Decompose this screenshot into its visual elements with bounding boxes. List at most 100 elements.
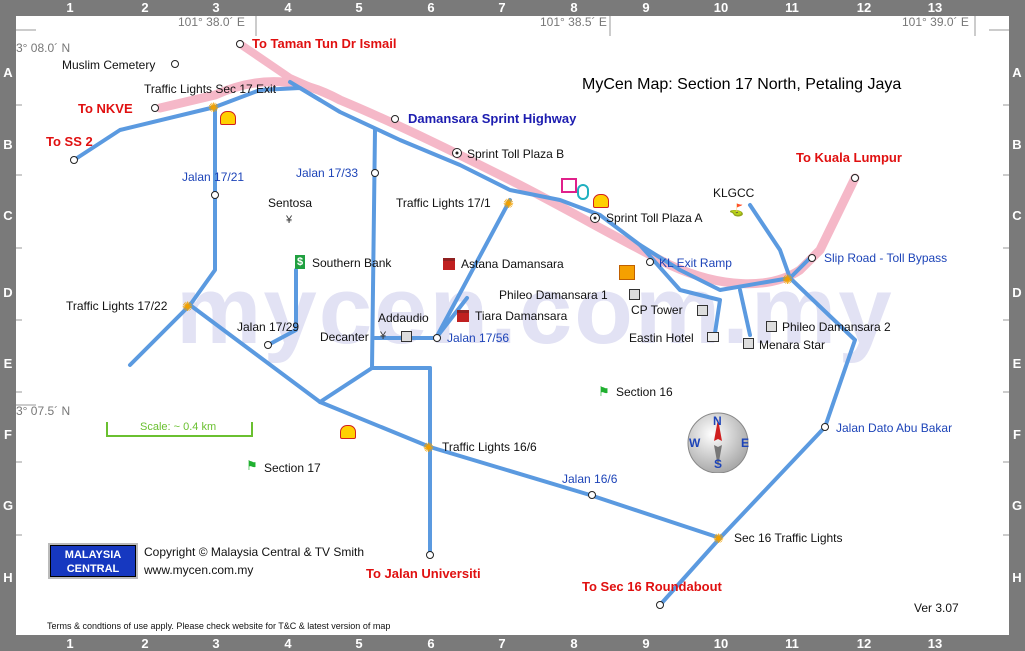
building-icon[interactable] xyxy=(401,331,412,342)
grid-row-label: E xyxy=(1012,356,1022,371)
building-icon[interactable] xyxy=(697,305,708,316)
compass-south: S xyxy=(714,457,723,471)
road-label: Jalan 16/6 xyxy=(562,472,618,486)
place-label[interactable]: Muslim Cemetery xyxy=(62,58,156,72)
road-label: Jalan 17/56 xyxy=(447,331,510,345)
grid-row-label: F xyxy=(4,427,12,442)
road-label: Jalan 17/33 xyxy=(296,166,359,180)
shell-station-icon[interactable] xyxy=(220,111,236,125)
longitude-label: 101° 38.5´ E xyxy=(540,16,607,29)
place-label[interactable]: Sprint Toll Plaza B xyxy=(467,147,565,161)
hotel-icon[interactable] xyxy=(707,332,719,342)
traffic-light-icon: ✺ xyxy=(182,299,193,314)
place-label[interactable]: Eastin Hotel xyxy=(629,331,694,345)
grid-col-label: 1 xyxy=(66,636,74,651)
restaurant-icon[interactable]: ¥ xyxy=(286,214,293,226)
place-label[interactable]: Southern Bank xyxy=(312,256,392,270)
grid-col-label: 10 xyxy=(713,0,729,15)
building-icon[interactable] xyxy=(629,289,640,300)
place-label[interactable]: Traffic Lights Sec 17 Exit xyxy=(144,82,277,96)
grid-col-label: 2 xyxy=(141,0,149,15)
restaurant-icon[interactable]: ¥ xyxy=(380,330,387,342)
grid-col-label: 5 xyxy=(355,636,363,651)
grid-row-label: C xyxy=(1012,208,1022,223)
grid-row-label: G xyxy=(1011,498,1023,513)
place-label[interactable]: Decanter xyxy=(320,330,369,344)
grid-col-label: 9 xyxy=(642,636,650,651)
road-label: Jalan 17/29 xyxy=(237,320,300,334)
building-icon[interactable] xyxy=(766,321,777,332)
house-icon[interactable] xyxy=(443,258,455,270)
grid-col-label: 11 xyxy=(785,0,799,15)
building-icon[interactable] xyxy=(743,338,754,349)
petrol-station-icon[interactable] xyxy=(619,265,635,280)
grid-col-label: 13 xyxy=(927,0,943,15)
malaysia-central-logo[interactable]: MALAYSIA CENTRAL xyxy=(48,543,138,579)
traffic-light-icon: ✺ xyxy=(208,100,219,115)
road-label: KL Exit Ramp xyxy=(659,256,732,270)
grid-col-label: 10 xyxy=(713,636,729,651)
grid-col-label: 5 xyxy=(355,0,363,15)
destination-label[interactable]: To Taman Tun Dr Ismail xyxy=(252,36,397,51)
copyright-text: Copyright © Malaysia Central & TV Smith xyxy=(144,545,365,559)
place-label[interactable]: Sec 16 Traffic Lights xyxy=(734,531,843,545)
version-label: Ver 3.07 xyxy=(914,601,959,615)
road-label: Jalan 17/21 xyxy=(182,170,245,184)
grid-col-label: 12 xyxy=(856,0,872,15)
traffic-light-icon: ✺ xyxy=(782,272,793,287)
grid-row-label: B xyxy=(3,137,13,152)
website-link[interactable]: www.mycen.com.my xyxy=(144,563,254,577)
grid-row-label: B xyxy=(1012,137,1022,152)
grid-col-label: 11 xyxy=(785,636,799,651)
place-label[interactable]: Sprint Toll Plaza A xyxy=(606,211,703,225)
destination-label[interactable]: To NKVE xyxy=(78,101,133,116)
compass-north: N xyxy=(713,414,722,428)
atm-icon[interactable] xyxy=(561,178,577,193)
place-label[interactable]: Traffic Lights 17/1 xyxy=(396,196,491,210)
place-label[interactable]: KLGCC xyxy=(713,186,755,200)
grid-col-label: 2 xyxy=(141,636,149,651)
destination-label[interactable]: To SS 2 xyxy=(46,134,93,149)
place-label[interactable]: Addaudio xyxy=(378,311,429,325)
longitude-label: 101° 38.0´ E xyxy=(178,16,245,29)
place-label[interactable]: CP Tower xyxy=(631,303,683,317)
traffic-light-icon: ✺ xyxy=(503,196,514,211)
place-label[interactable]: Tiara Damansara xyxy=(475,309,568,323)
place-label[interactable]: Traffic Lights 16/6 xyxy=(442,440,537,454)
grid-row-label: D xyxy=(1012,285,1022,300)
place-label[interactable]: Traffic Lights 17/22 xyxy=(66,299,168,313)
place-label[interactable]: Section 16 xyxy=(616,385,673,399)
compass-east: E xyxy=(741,436,750,450)
place-label[interactable]: Astana Damansara xyxy=(461,257,564,271)
destination-label[interactable]: To Jalan Universiti xyxy=(366,566,481,581)
place-label[interactable]: Menara Star xyxy=(759,338,826,352)
logo-line: CENTRAL xyxy=(66,563,120,575)
road-label: Damansara Sprint Highway xyxy=(408,111,577,126)
place-label[interactable]: Phileo Damansara 1 xyxy=(499,288,608,302)
grid-row-label: E xyxy=(3,356,13,371)
latitude-label: 3° 07.5´ N xyxy=(16,404,71,418)
car-wash-icon[interactable] xyxy=(577,184,589,200)
place-label[interactable]: Sentosa xyxy=(268,196,313,210)
traffic-light-icon: ✺ xyxy=(423,440,434,455)
house-icon[interactable] xyxy=(457,310,469,322)
destination-label[interactable]: To Sec 16 Roundabout xyxy=(582,579,722,594)
traffic-light-icon: ✺ xyxy=(713,531,724,546)
destination-label[interactable]: To Kuala Lumpur xyxy=(796,150,902,165)
place-label[interactable]: Section 17 xyxy=(264,461,321,475)
longitude-label: 101° 39.0´ E xyxy=(902,16,969,29)
section-flag-icon[interactable]: ⚑ xyxy=(246,458,258,473)
shell-station-icon[interactable] xyxy=(340,425,356,439)
grid-row-label: H xyxy=(3,570,13,585)
bank-icon[interactable]: $ xyxy=(295,255,305,269)
map-canvas[interactable]: mycen.com.my xyxy=(16,16,1009,635)
map-title: MyCen Map: Section 17 North, Petaling Ja… xyxy=(582,76,902,93)
place-label[interactable]: Phileo Damansara 2 xyxy=(782,320,891,334)
grid-col-label: 13 xyxy=(927,636,943,651)
golf-icon[interactable]: ⛳ xyxy=(729,203,744,217)
section-flag-icon[interactable]: ⚑ xyxy=(598,384,610,399)
grid-col-label: 3 xyxy=(212,0,220,15)
shell-station-icon[interactable] xyxy=(593,194,609,208)
grid-col-label: 7 xyxy=(498,636,506,651)
